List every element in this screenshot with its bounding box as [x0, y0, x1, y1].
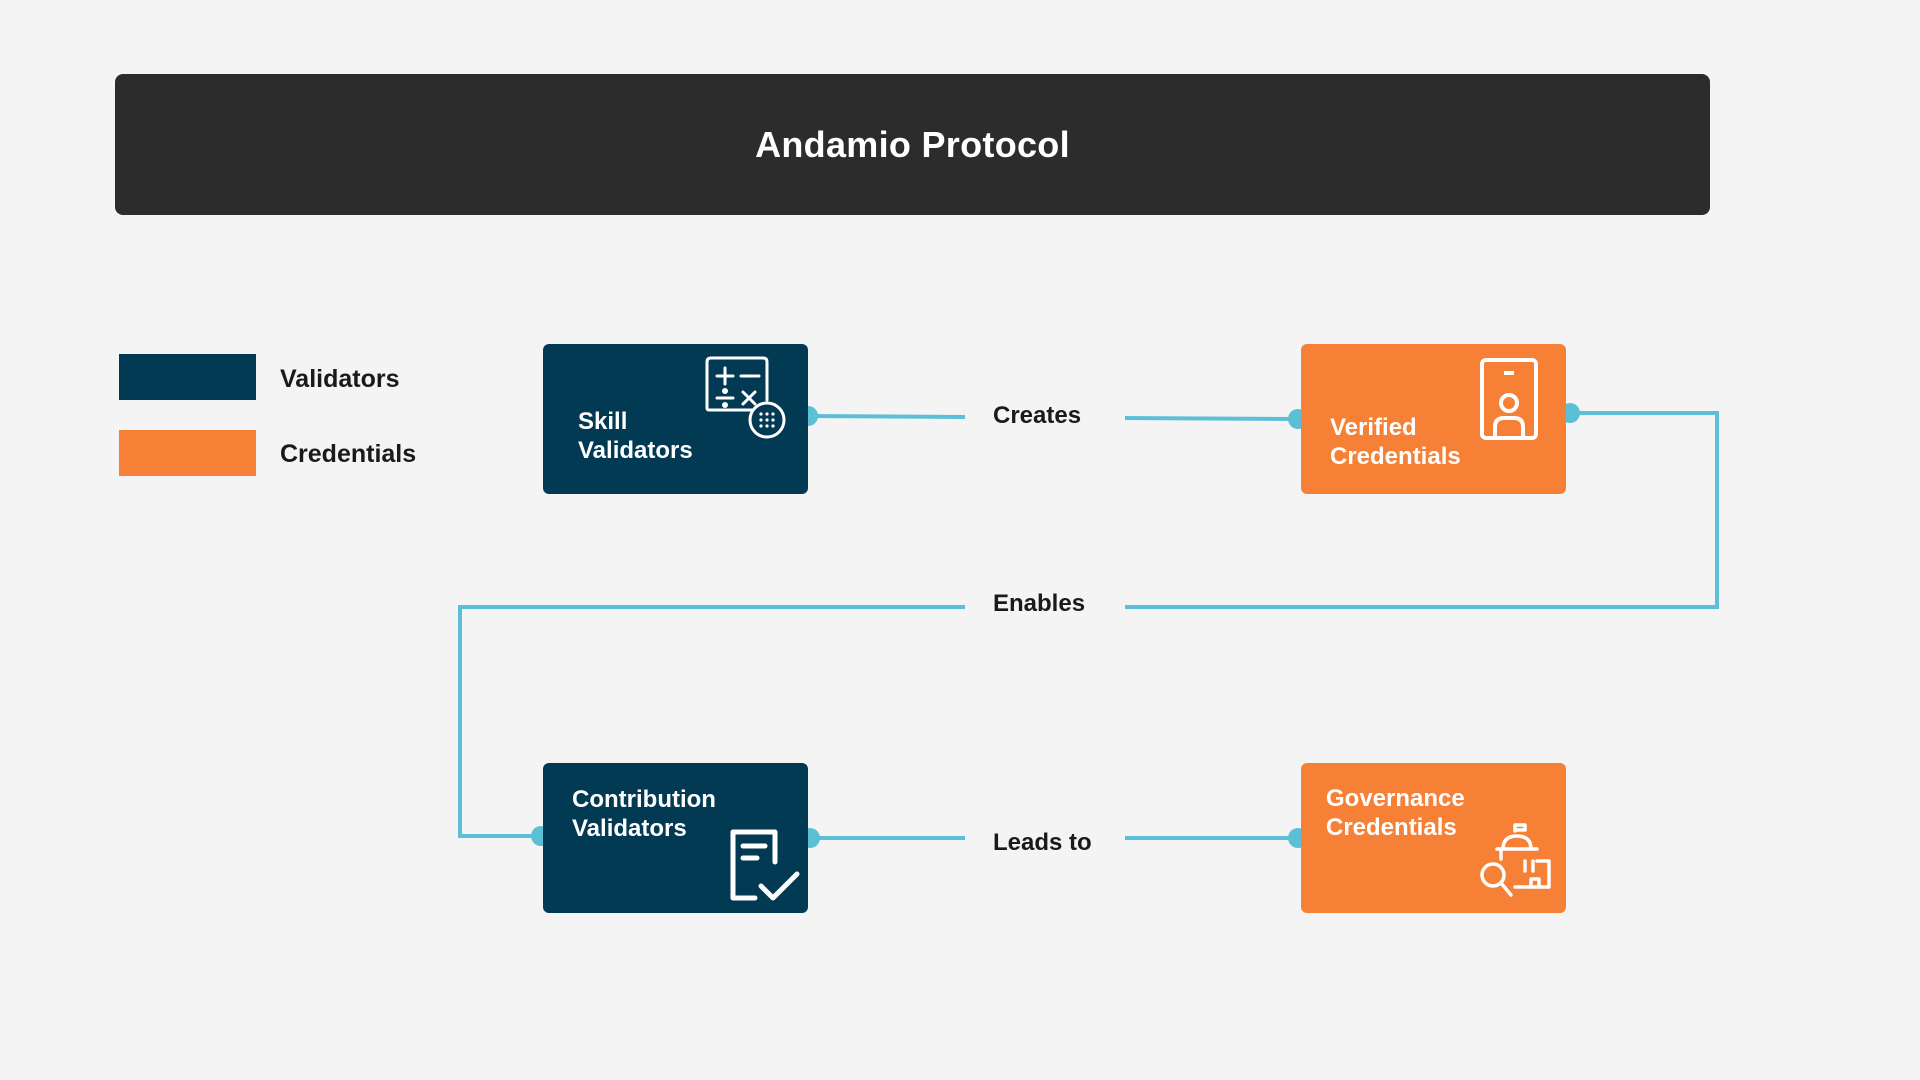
node-skill-validators-label: Skill Validators — [578, 408, 693, 464]
edge-creates-line-left — [807, 414, 966, 419]
edge-creates-line-right — [1124, 416, 1297, 421]
edge-label-enables: Enables — [989, 590, 1090, 618]
legend-label-credentials: Credentials — [280, 440, 417, 468]
node-contribution-validators-label: Contribution Validators — [572, 786, 716, 842]
checklist-icon — [730, 829, 800, 901]
node-governance-credentials[interactable]: Governance Credentials — [1301, 763, 1566, 913]
government-search-icon — [1480, 823, 1551, 897]
node-verified-credentials[interactable]: Verified Credentials — [1301, 344, 1566, 494]
edge-label-creates: Creates — [989, 402, 1086, 430]
edge-enables-line-left — [458, 605, 965, 838]
legend-label-validators: Validators — [280, 365, 400, 393]
legend-swatch-credentials — [119, 430, 256, 476]
title-bar: Andamio Protocol — [115, 74, 1710, 215]
id-badge-icon — [1480, 358, 1538, 440]
legend-swatch-validators — [119, 354, 256, 400]
edge-label-leads-to: Leads to — [989, 829, 1096, 857]
edge-enables-line-right — [1125, 411, 1719, 609]
node-verified-credentials-label: Verified Credentials — [1330, 414, 1461, 470]
node-contribution-validators[interactable]: Contribution Validators — [543, 763, 808, 913]
node-governance-credentials-label: Governance Credentials — [1326, 785, 1465, 841]
diagram-title: Andamio Protocol — [755, 123, 1070, 165]
calculator-icon — [705, 356, 786, 439]
node-skill-validators[interactable]: Skill Validators — [543, 344, 808, 494]
